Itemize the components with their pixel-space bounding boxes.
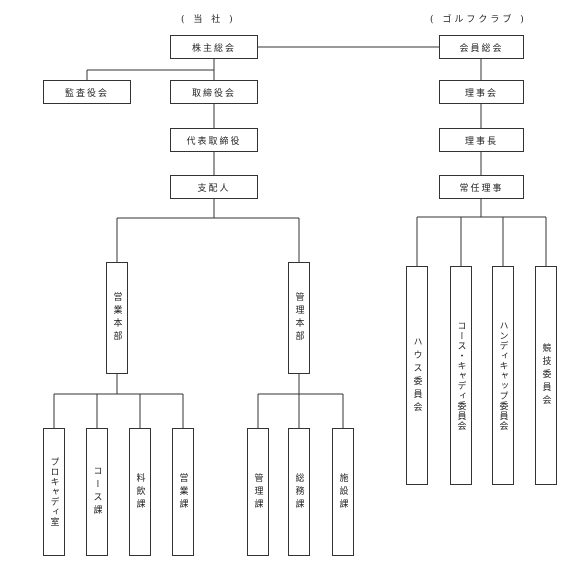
competition-committee-label: 競技委員会 [540,343,551,408]
house-committee-box: ハウス委員会 [406,266,428,485]
management-section-box: 管理課 [247,428,269,556]
sales-hq-label: 営業本部 [111,292,122,344]
handicap-committee-label: ハンディキャップ委員会 [497,320,508,431]
food-beverage-section-label: 料飲課 [134,472,145,512]
course-section-label: コース課 [91,466,102,518]
facilities-section-label: 施設課 [337,472,348,512]
facilities-section-box: 施設課 [332,428,354,556]
representative-director-label: 代表取締役 [186,136,242,147]
representative-director-box: 代表取締役 [170,128,258,152]
board-of-trustees-box: 理事会 [439,80,524,104]
executive-director-label: 常任理事 [459,183,504,194]
auditors-board-label: 監査役会 [64,88,109,99]
handicap-committee-box: ハンディキャップ委員会 [492,266,514,485]
course-section-box: コース課 [86,428,108,556]
chairman-box: 理事長 [439,128,524,152]
management-section-label: 管理課 [252,472,263,512]
auditors-board-box: 監査役会 [43,80,131,104]
pro-caddie-office-box: プロキャディ室 [43,428,65,556]
admin-hq-label: 管理本部 [293,292,304,344]
general-affairs-section-box: 総務課 [288,428,310,556]
general-manager-box: 支配人 [170,175,258,199]
sales-section-box: 営業課 [172,428,194,556]
general-manager-label: 支配人 [197,183,231,194]
company-header: ( 当 社 ) [181,15,236,25]
admin-hq-box: 管理本部 [288,262,310,374]
sales-hq-box: 営業本部 [106,262,128,374]
members-meeting-box: 会員総会 [439,35,524,59]
general-affairs-section-label: 総務課 [293,472,304,512]
course-caddie-committee-box: コース・キャディ委員会 [450,266,472,485]
competition-committee-box: 競技委員会 [535,266,557,485]
executive-director-box: 常任理事 [439,175,524,199]
pro-caddie-office-label: プロキャディ室 [48,457,59,527]
board-of-directors-box: 取締役会 [170,80,258,104]
house-committee-label: ハウス委員会 [411,336,422,415]
chairman-label: 理事長 [464,136,498,147]
board-of-trustees-label: 理事会 [464,88,498,99]
shareholders-meeting-box: 株主総会 [170,35,258,59]
club-header: ( ゴルフクラブ ) [430,15,527,25]
shareholders-meeting-label: 株主総会 [191,43,236,54]
sales-section-label: 営業課 [177,472,188,512]
board-of-directors-label: 取締役会 [191,88,236,99]
food-beverage-section-box: 料飲課 [129,428,151,556]
course-caddie-committee-label: コース・キャディ委員会 [455,320,466,431]
members-meeting-label: 会員総会 [459,43,504,54]
